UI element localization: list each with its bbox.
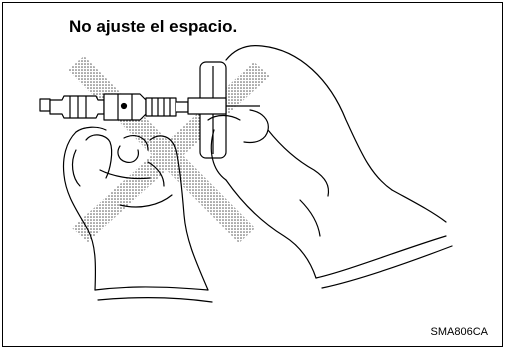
prohibition-cross — [68, 56, 270, 243]
spark-plug — [39, 93, 202, 121]
right-hand — [207, 45, 453, 289]
figure-code: SMA806CA — [430, 326, 488, 338]
figure-caption: No ajuste el espacio. — [69, 17, 238, 36]
gap-gauge — [187, 61, 260, 159]
left-hand — [62, 126, 213, 303]
